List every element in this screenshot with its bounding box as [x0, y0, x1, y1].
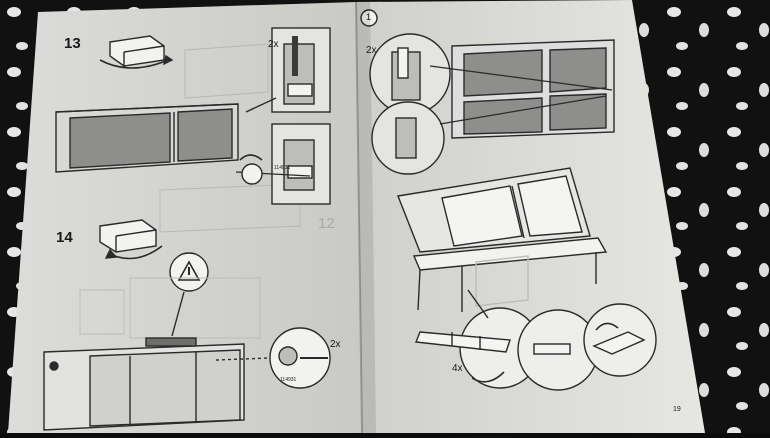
- right-count-top: 2x: [366, 45, 377, 56]
- step-13-illustration: [55, 27, 331, 233]
- step-13-number: 13: [64, 35, 81, 52]
- right-page-illustration: [360, 9, 657, 391]
- step-14-number: 14: [56, 229, 73, 246]
- spine-shadow: [356, 2, 376, 433]
- step-13-part-code: 114931: [274, 165, 291, 171]
- spine: [355, 1, 363, 434]
- page-number: 19: [673, 406, 681, 413]
- right-count-bottom: 4x: [452, 363, 463, 374]
- step-14-illustration: [43, 219, 331, 431]
- step-14-part-code: 114931: [280, 377, 297, 383]
- step-13-count: 2x: [268, 39, 279, 50]
- step-14-count: 2x: [330, 339, 341, 350]
- circled-step-number: 1: [366, 12, 372, 22]
- faint-step-number: 12: [318, 215, 335, 232]
